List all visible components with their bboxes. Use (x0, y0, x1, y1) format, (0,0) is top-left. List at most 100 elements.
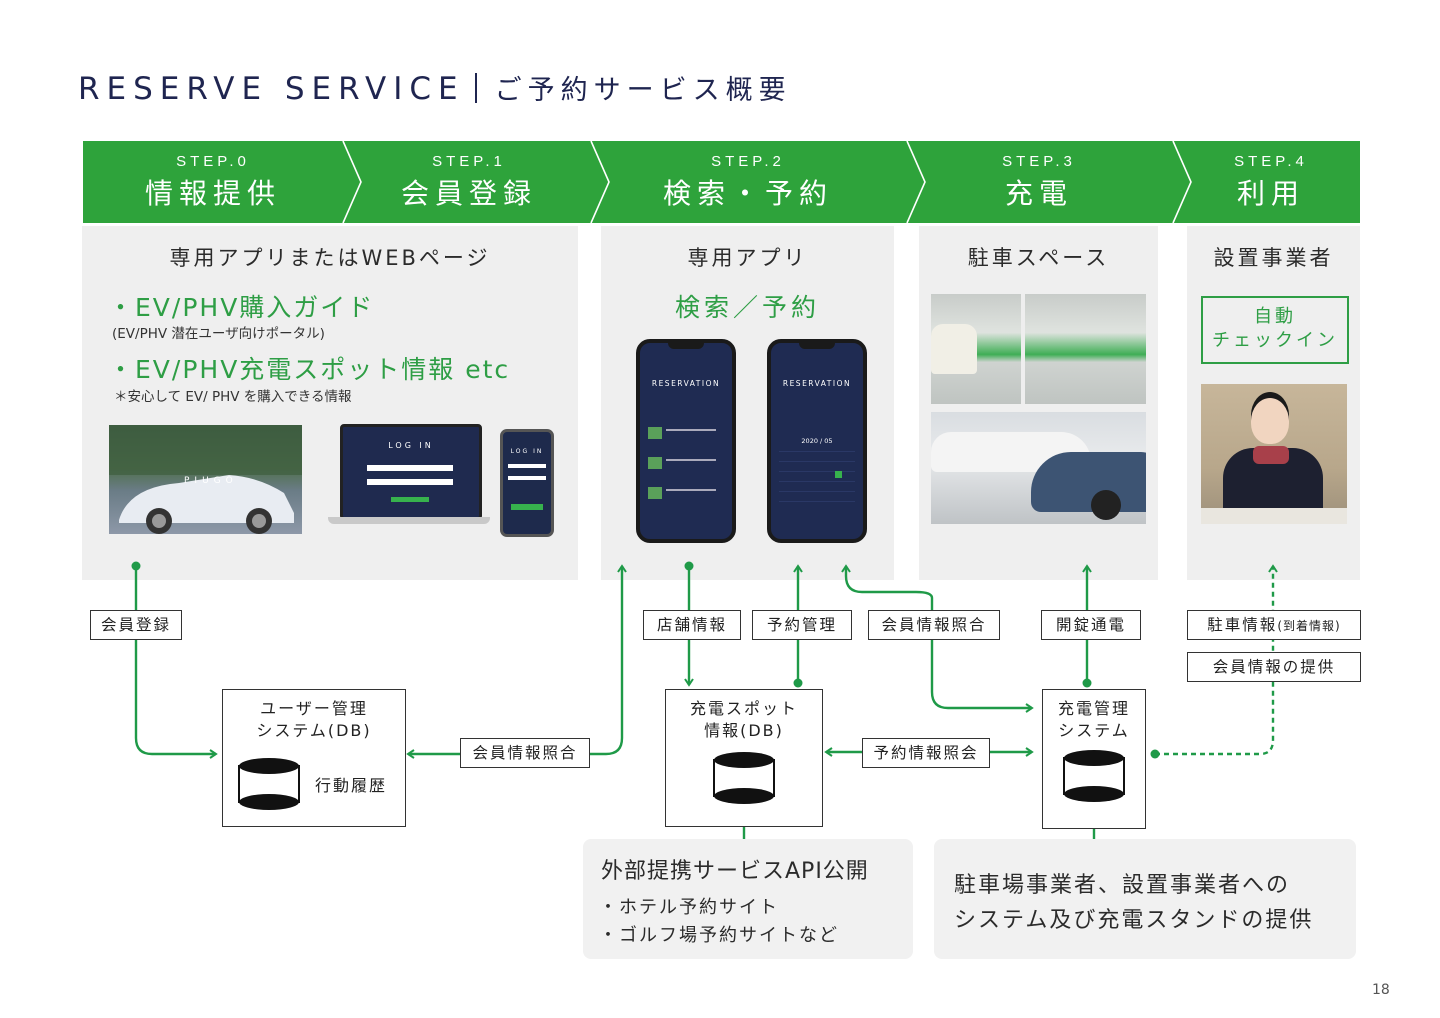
list-thumb-3 (648, 487, 662, 499)
user-system-line1: ユーザー管理 (260, 699, 368, 718)
chevron-divider-4 (1172, 141, 1192, 223)
label-unlock-power: 開錠通電 (1041, 610, 1141, 640)
garage-pillar (1021, 294, 1025, 404)
auto-checkin-line2: チェックイン (1212, 330, 1338, 351)
step-4: STEP.4 利用 (1181, 141, 1361, 223)
label-reservation-check: 予約情報照会 (862, 738, 990, 768)
panel-app-heading: 専用アプリ (687, 246, 808, 270)
laptop-id-field (367, 465, 453, 471)
car-illustration: PIUGO (109, 425, 302, 534)
user-system-history: 行動履歴 (315, 776, 388, 795)
connector-member-check-to-app (590, 564, 627, 756)
phone-notch (668, 343, 704, 349)
phone-calendar-title: RESERVATION (782, 379, 852, 388)
car-wheel (1091, 490, 1121, 520)
database-icon (1063, 750, 1125, 802)
connector-member-register (134, 566, 218, 759)
system-provision-box: 駐車場事業者、設置事業者への システム及び充電スタンドの提供 (934, 839, 1356, 959)
charge-spot-db: 充電スポット 情報(DB) (665, 689, 823, 827)
car-photo: PIUGO (109, 425, 302, 534)
step-3-name: 充電 (1004, 177, 1073, 210)
connector-dot-operator (1150, 749, 1160, 759)
spot-db-line2: 情報(DB) (704, 721, 784, 740)
label-parking-info-main: 駐車情報 (1207, 616, 1278, 634)
step-3: STEP.3 充電 (919, 141, 1159, 223)
laptop-login-title: LOG IN (388, 441, 434, 450)
step-2-name: 検索・予約 (662, 177, 833, 210)
panel-app: 専用アプリ 検索／予約 RESERVATION RESERVATION 2020… (601, 226, 894, 580)
connector-member-check-top (841, 564, 934, 599)
info-item-charge-spot-note: ＊安心して EV/ PHV を購入できる情報 (114, 389, 352, 405)
staff-face (1251, 398, 1289, 444)
title-jp: ご予約サービス概要 (494, 75, 792, 106)
step-0: STEP.0 情報提供 (83, 141, 343, 223)
api-item-hotel: ・ホテル予約サイト (599, 897, 779, 918)
parked-white-car (931, 324, 977, 374)
panel-operator-heading: 設置事業者 (1213, 246, 1334, 270)
laptop-login-button (391, 497, 429, 502)
panel-info-heading: 専用アプリまたはWEBページ (169, 246, 491, 270)
label-store-info: 店舗情報 (643, 610, 741, 640)
step-1: STEP.1 会員登録 (351, 141, 587, 223)
phone-password-field (508, 476, 546, 480)
list-text-2 (666, 459, 716, 461)
spot-db-line1: 充電スポット (689, 699, 798, 718)
info-item-charge-spot: ・EV/PHV充電スポット情報 etc (108, 355, 511, 384)
phone-login-button (511, 504, 543, 510)
page-number: 18 (1372, 982, 1390, 998)
laptop-mockup: LOG IN (328, 424, 490, 534)
database-icon (713, 752, 775, 804)
label-parking-info: 駐車情報(到着情報) (1187, 610, 1361, 640)
panel-operator: 設置事業者 自動 チェックイン (1187, 226, 1360, 580)
panel-parking-heading: 駐車スペース (967, 246, 1110, 270)
label-member-check-top: 会員情報照合 (868, 610, 1000, 640)
label-member-info-provide: 会員情報の提供 (1187, 652, 1361, 682)
steps-banner: STEP.0 情報提供 STEP.1 会員登録 STEP.2 検索・予約 STE… (83, 141, 1360, 223)
laptop-base (328, 517, 490, 524)
api-title: 外部提携サービスAPI公開 (601, 859, 869, 884)
chevron-divider-1 (342, 141, 362, 223)
charge-sys-line2: システム (1058, 721, 1130, 740)
step-1-number: STEP.1 (432, 153, 506, 170)
parking-garage-photo (931, 294, 1146, 404)
list-thumb-1 (648, 427, 662, 439)
calendar-month: 2020 / 05 (801, 437, 833, 445)
panel-app-subheading: 検索／予約 (674, 293, 820, 322)
calendar-grid (779, 451, 855, 511)
connector-dot-unlock-power (1082, 678, 1092, 688)
front-desk-counter (1201, 508, 1347, 524)
step-2-number: STEP.2 (711, 153, 785, 170)
user-system-line2: システム(DB) (256, 721, 372, 740)
parked-cars-photo (931, 412, 1146, 524)
chevron-divider-3 (906, 141, 926, 223)
connector-dot-reserve-manage (793, 678, 803, 688)
provision-line2: システム及び充電スタンドの提供 (954, 908, 1314, 933)
step-4-number: STEP.4 (1234, 153, 1308, 170)
step-chevrons (342, 141, 1192, 223)
label-parking-info-note: (到着情報) (1277, 619, 1341, 633)
step-0-number: STEP.0 (176, 153, 250, 170)
step-2: STEP.2 検索・予約 (603, 141, 893, 223)
charge-management-system: 充電管理 システム (1042, 689, 1146, 829)
connector-member-check-top-lower (930, 598, 1034, 713)
laptop-password-field (367, 479, 453, 485)
provision-line1: 駐車場事業者、設置事業者への (954, 873, 1291, 898)
step-3-number: STEP.3 (1002, 153, 1076, 170)
auto-checkin-line1: 自動 (1254, 306, 1296, 327)
charge-sys-line1: 充電管理 (1057, 699, 1130, 718)
list-text-1 (666, 429, 716, 431)
list-thumb-2 (648, 457, 662, 469)
label-member-check-bottom: 会員情報照合 (460, 738, 590, 768)
page-title: RESERVE SERVICE ご予約サービス概要 (78, 68, 792, 107)
phone-reservation-list: RESERVATION (636, 339, 736, 543)
info-item-purchase-guide: ・EV/PHV購入ガイド (108, 293, 375, 322)
label-member-register: 会員登録 (90, 610, 182, 640)
panel-parking: 駐車スペース (919, 226, 1158, 580)
panel-info: 専用アプリまたはWEBページ ・EV/PHV購入ガイド (EV/PHV 潜在ユー… (82, 226, 578, 580)
connector-dot-store-info (684, 561, 694, 571)
database-icon (238, 758, 300, 810)
api-publication-box: 外部提携サービスAPI公開 ・ホテル予約サイト ・ゴルフ場予約サイトなど (583, 839, 913, 959)
chevron-divider-2 (590, 141, 610, 223)
title-en: RESERVE SERVICE (78, 71, 465, 107)
piugo-logo-text: PIUGO (184, 476, 238, 486)
